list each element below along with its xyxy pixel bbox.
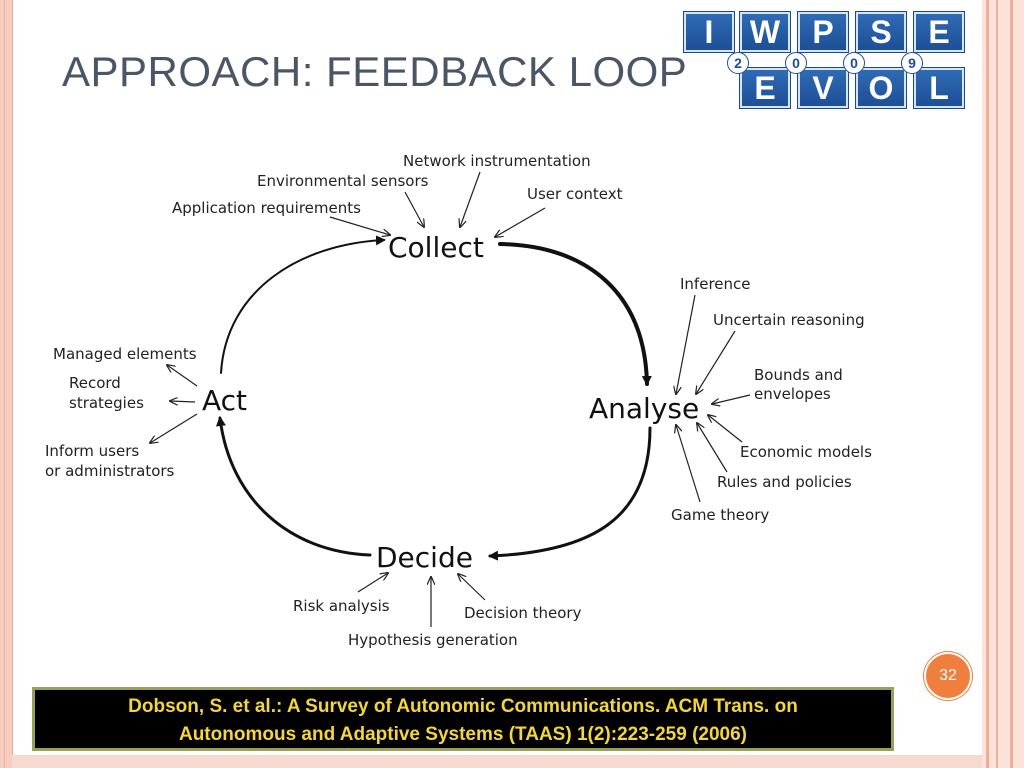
stage-act: Act xyxy=(202,384,247,417)
analyse-input-label: Bounds and xyxy=(754,366,843,384)
logo-digit: 2 xyxy=(727,52,749,74)
decide-input-label: Risk analysis xyxy=(293,597,390,615)
logo-letter: E xyxy=(913,11,965,53)
logo-letter: E xyxy=(739,67,791,109)
left-border xyxy=(0,0,13,768)
stage-analyse: Analyse xyxy=(589,392,699,425)
arrow-analyse-to-decide xyxy=(488,426,652,561)
act-output-label: Managed elements xyxy=(53,345,197,363)
arrow-act-to-collect xyxy=(220,235,386,374)
citation-box: Dobson, S. et al.: A Survey of Autonomic… xyxy=(32,687,894,751)
analyse-input-label: Inference xyxy=(680,275,751,293)
stage-decide: Decide xyxy=(376,541,473,574)
collect-input-label: Network instrumentation xyxy=(403,152,591,170)
analyse-input-label: envelopes xyxy=(754,385,831,403)
act-output-label: or administrators xyxy=(45,462,175,480)
logo-letter: I xyxy=(683,11,735,53)
logo-letter: P xyxy=(797,11,849,53)
input-arrows xyxy=(150,171,751,627)
decide-input-label: Hypothesis generation xyxy=(348,631,518,649)
slide-title: APPROACH: FEEDBACK LOOP xyxy=(62,48,688,95)
cycle-arrows xyxy=(216,235,652,561)
logo-letter: S xyxy=(855,11,907,53)
page-number-badge: 32 xyxy=(924,652,972,700)
arrow-collect-to-analyse xyxy=(498,242,652,386)
right-border xyxy=(982,0,1024,768)
analyse-input-label: Uncertain reasoning xyxy=(713,311,865,329)
collect-input-label: User context xyxy=(527,185,623,203)
analyse-input-label: Game theory xyxy=(671,506,769,524)
analyse-input-label: Rules and policies xyxy=(717,473,852,491)
logo-digit: 0 xyxy=(785,52,807,74)
act-output-label: strategies xyxy=(69,394,144,412)
decide-input-label: Decision theory xyxy=(464,604,582,622)
citation-line: Dobson, S. et al.: A Survey of Autonomic… xyxy=(128,696,798,717)
logo-letter: O xyxy=(855,67,907,109)
logo-letter: V xyxy=(797,67,849,109)
act-output-label: Inform users xyxy=(45,442,139,460)
stage-collect: Collect xyxy=(388,231,484,264)
logo-digit: 0 xyxy=(843,52,865,74)
collect-input-label: Environmental sensors xyxy=(257,172,429,190)
act-output-label: Record xyxy=(69,374,121,392)
collect-input-label: Application requirements xyxy=(172,199,361,217)
citation-line: Autonomous and Adaptive Systems (TAAS) 1… xyxy=(178,724,748,745)
logo-letter: L xyxy=(913,67,965,109)
logo-letter: W xyxy=(739,11,791,53)
iwpse-evol-logo: I W P S E E V O L 2 0 0 9 xyxy=(683,11,968,114)
bottom-border xyxy=(12,755,982,768)
logo-digit: 9 xyxy=(901,52,923,74)
arrow-decide-to-act xyxy=(216,416,372,557)
analyse-input-label: Economic models xyxy=(740,443,872,461)
